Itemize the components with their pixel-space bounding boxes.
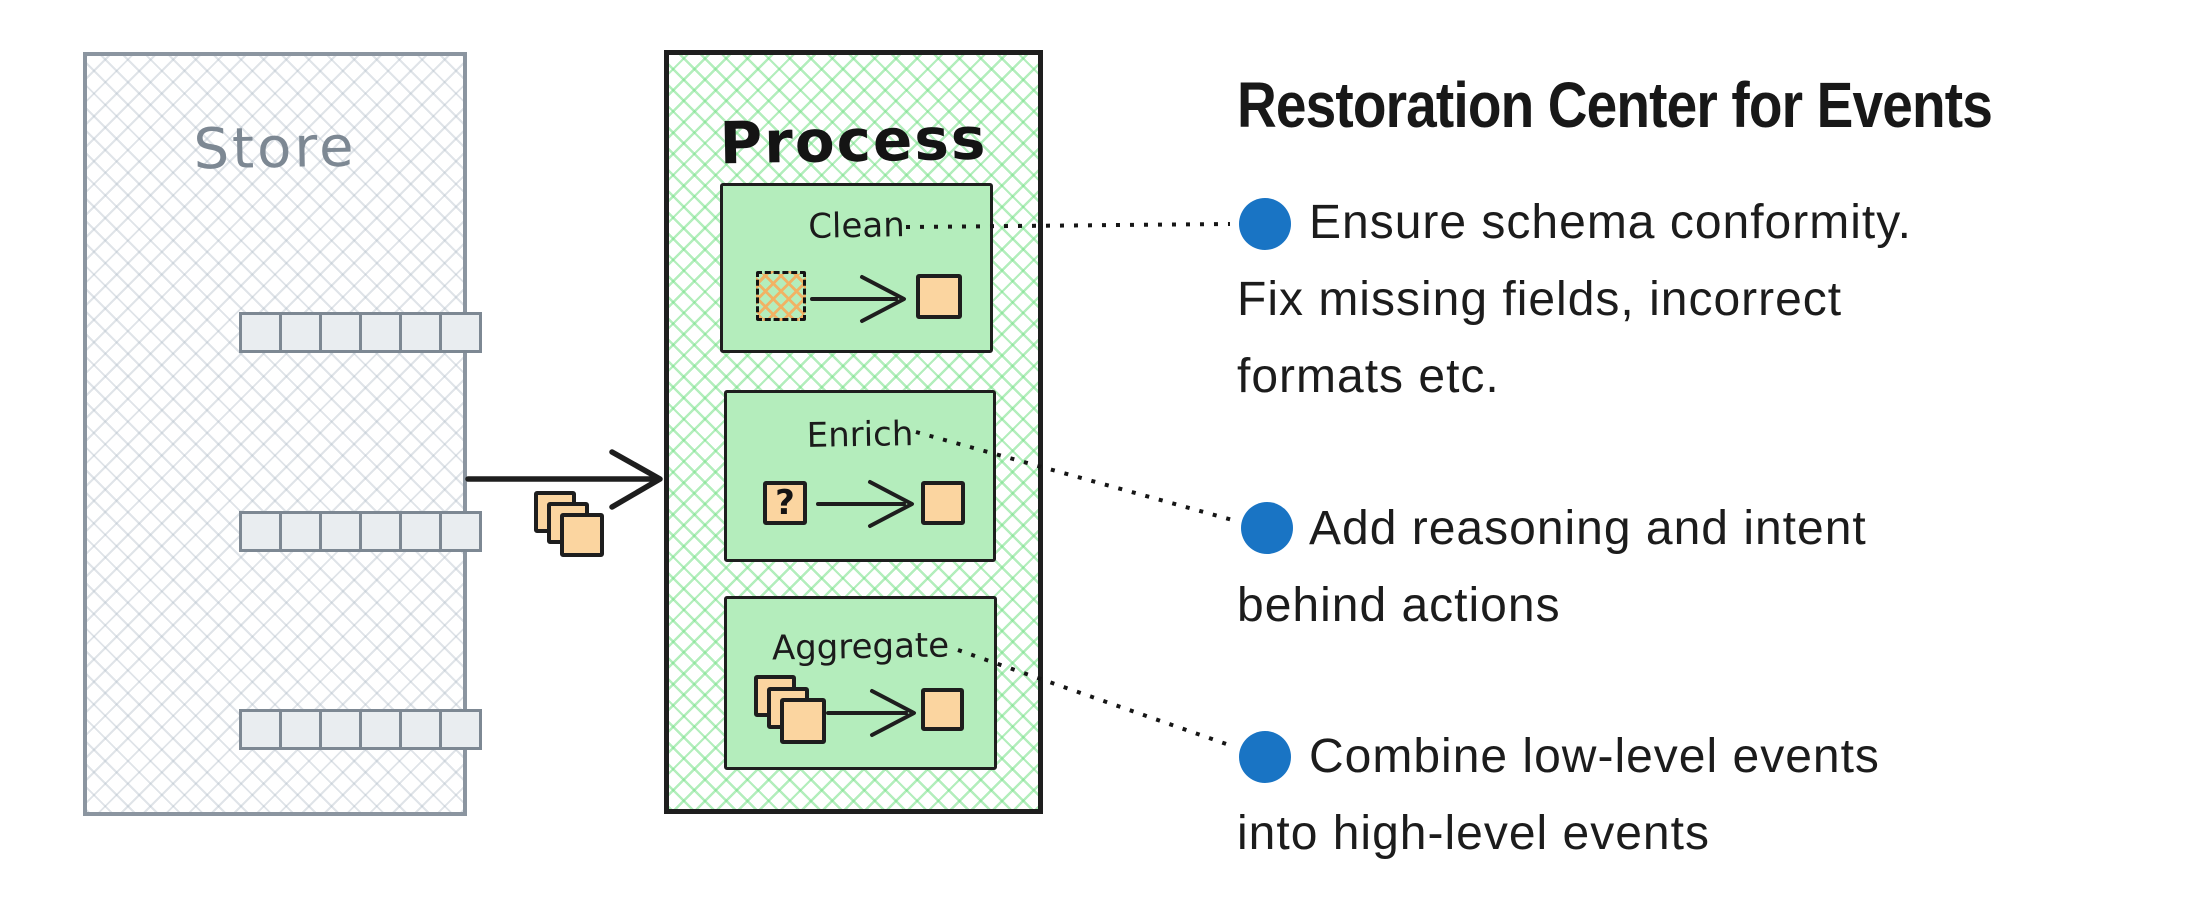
blue-bullet-icon [1239, 198, 1291, 250]
note-line: formats etc. [1237, 350, 1500, 403]
store-cell [439, 312, 482, 353]
store-cell [439, 511, 482, 552]
unknown-event-icon: ? [763, 481, 807, 525]
event-stack-front-icon [780, 698, 826, 744]
store-cell [279, 709, 322, 750]
note-line: Fix missing fields, incorrect [1237, 273, 1843, 326]
aggregated-event-icon [921, 688, 964, 731]
store-cell [399, 511, 442, 552]
note-line: Combine low-level events [1309, 730, 1880, 783]
process-title: Process [719, 104, 988, 178]
store-cell [439, 709, 482, 750]
blue-bullet-icon [1239, 731, 1291, 783]
store-shelf-row [239, 511, 482, 552]
flow-event-stack-front-icon [560, 513, 604, 557]
enriched-event-icon [921, 481, 965, 525]
store-shelf-row [239, 312, 482, 353]
step-enrich-label: Enrich [806, 414, 914, 456]
note-line: Add reasoning and intent [1309, 502, 1867, 555]
store-cell [239, 312, 282, 353]
step-aggregate-label: Aggregate [771, 625, 950, 669]
store-cell [279, 511, 322, 552]
question-mark-glyph: ? [775, 483, 795, 523]
process-step-enrich: Enrich [724, 390, 996, 562]
notes-title: Restoration Center for Events [1237, 69, 1993, 141]
note-line: Ensure schema conformity. [1309, 196, 1912, 249]
note-line: into high-level events [1237, 807, 1710, 860]
process-step-clean: Clean [720, 183, 993, 353]
step-clean-label: Clean [807, 205, 906, 247]
note-aggregate: Combine low-level events into high-level… [1237, 718, 2057, 872]
store-cell [239, 511, 282, 552]
store-shelf-row [239, 709, 482, 750]
note-enrich: Add reasoning and intent behind actions [1237, 490, 2057, 644]
store-cell [359, 709, 402, 750]
store-cell [319, 709, 362, 750]
store-cell [239, 709, 282, 750]
store-title: Store [192, 114, 358, 183]
store-cell [319, 511, 362, 552]
clean-event-icon [916, 274, 962, 319]
blue-bullet-icon [1241, 502, 1293, 554]
store-cell [359, 312, 402, 353]
store-cell [319, 312, 362, 353]
store-cell [279, 312, 322, 353]
note-clean: Ensure schema conformity. Fix missing fi… [1237, 184, 2057, 415]
store-cell [359, 511, 402, 552]
store-cell [399, 709, 442, 750]
store-box: Store [83, 52, 482, 816]
store-cell [399, 312, 442, 353]
dirty-event-icon [756, 271, 806, 321]
note-line: behind actions [1237, 579, 1561, 632]
